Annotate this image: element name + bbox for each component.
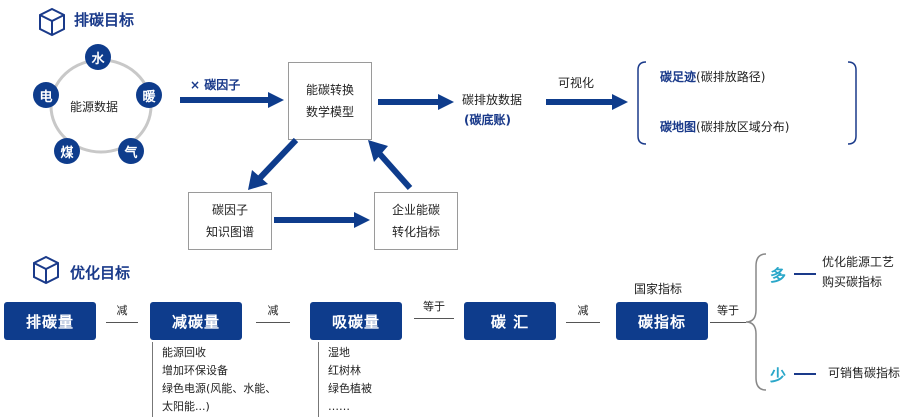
absorption-methods-list: 湿地 红树林 绿色植被 ……	[328, 344, 372, 416]
node-electric: 电	[33, 82, 59, 108]
absorption-item-1: 湿地	[328, 346, 350, 359]
node-heating: 暖	[136, 82, 162, 108]
knowledge-box-line1: 碳因子	[211, 203, 248, 217]
reduction-item-4: 太阳能...)	[162, 400, 210, 413]
visualization-bracket	[637, 61, 857, 145]
arrow-to-emission	[378, 94, 454, 110]
carbon-map-item: 碳地图(碳排放区域分布)	[660, 120, 790, 134]
reduction-item-3: 绿色电源(风能、水能、	[162, 382, 277, 395]
more-items: 优化能源工艺 购买碳指标	[822, 252, 894, 292]
arrow-knowledge-to-enterprise	[274, 212, 370, 228]
reduction-item-2: 增加环保设备	[162, 364, 228, 377]
absorption-list-line	[318, 342, 319, 417]
pill-absorption: 吸碳量	[310, 302, 402, 340]
connector-equals-1: 等于	[414, 298, 454, 319]
more-label: 多	[770, 266, 787, 285]
cube-icon	[36, 6, 68, 38]
cube-icon	[30, 254, 62, 286]
energy-data-label: 能源数据	[70, 100, 119, 114]
carbon-factor-knowledge-box: 碳因子 知识图谱	[188, 192, 272, 250]
carbon-footprint-item: 碳足迹(碳排放路径)	[660, 70, 766, 84]
pill-reduction: 减碳量	[150, 302, 242, 340]
reduction-item-1: 能源回收	[162, 346, 206, 359]
knowledge-box-line2: 知识图谱	[205, 225, 254, 239]
reduction-methods-list: 能源回收 增加环保设备 绿色电源(风能、水能、 太阳能...)	[162, 344, 276, 416]
model-box-line1: 能碳转换	[305, 83, 354, 97]
carbon-factor-label: × 碳因子	[190, 78, 241, 92]
reduction-list-line	[152, 342, 153, 417]
pill-emission: 排碳量	[4, 302, 96, 340]
arrow-enterprise-to-model	[368, 140, 413, 190]
arrow-to-visualization	[546, 94, 628, 110]
outcome-brace	[745, 253, 767, 391]
enterprise-box-line2: 转化指标	[391, 225, 440, 239]
enterprise-box-line1: 企业能碳	[391, 203, 440, 217]
less-label: 少	[770, 366, 787, 385]
node-gas: 气	[118, 138, 144, 164]
less-item-sell: 可销售碳指标	[828, 366, 901, 380]
section-title-emission: 排碳目标	[74, 11, 135, 29]
more-line	[794, 273, 816, 275]
pill-carbon-indicator: 碳指标	[616, 302, 708, 340]
node-coal: 煤	[54, 138, 80, 164]
more-item-buy: 购买碳指标	[822, 275, 883, 289]
connector-minus-1: 减	[106, 302, 138, 323]
arrow-model-to-knowledge	[248, 137, 299, 190]
absorption-item-4: ……	[328, 400, 350, 413]
visualization-label: 可视化	[558, 76, 595, 90]
less-line	[794, 373, 816, 375]
arrow-to-model	[180, 92, 284, 108]
section-title-optimization: 优化目标	[70, 264, 131, 282]
enterprise-carbon-indicator-box: 企业能碳 转化指标	[374, 192, 458, 250]
national-indicator-label: 国家指标	[634, 282, 683, 296]
absorption-item-2: 红树林	[328, 364, 361, 377]
more-item-optimize: 优化能源工艺	[822, 255, 895, 269]
node-water: 水	[85, 44, 111, 70]
emission-data-label: 碳排放数据	[462, 93, 523, 107]
model-box-line2: 数学模型	[305, 105, 354, 119]
carbon-ledger-label: (碳底账)	[464, 113, 511, 127]
connector-minus-3: 减	[566, 302, 600, 323]
pill-carbon-sink: 碳 汇	[464, 302, 556, 340]
energy-carbon-model-box: 能碳转换 数学模型	[288, 62, 372, 140]
absorption-item-3: 绿色植被	[328, 382, 372, 395]
connector-equals-2: 等于	[710, 302, 746, 323]
connector-minus-2: 减	[256, 302, 290, 323]
